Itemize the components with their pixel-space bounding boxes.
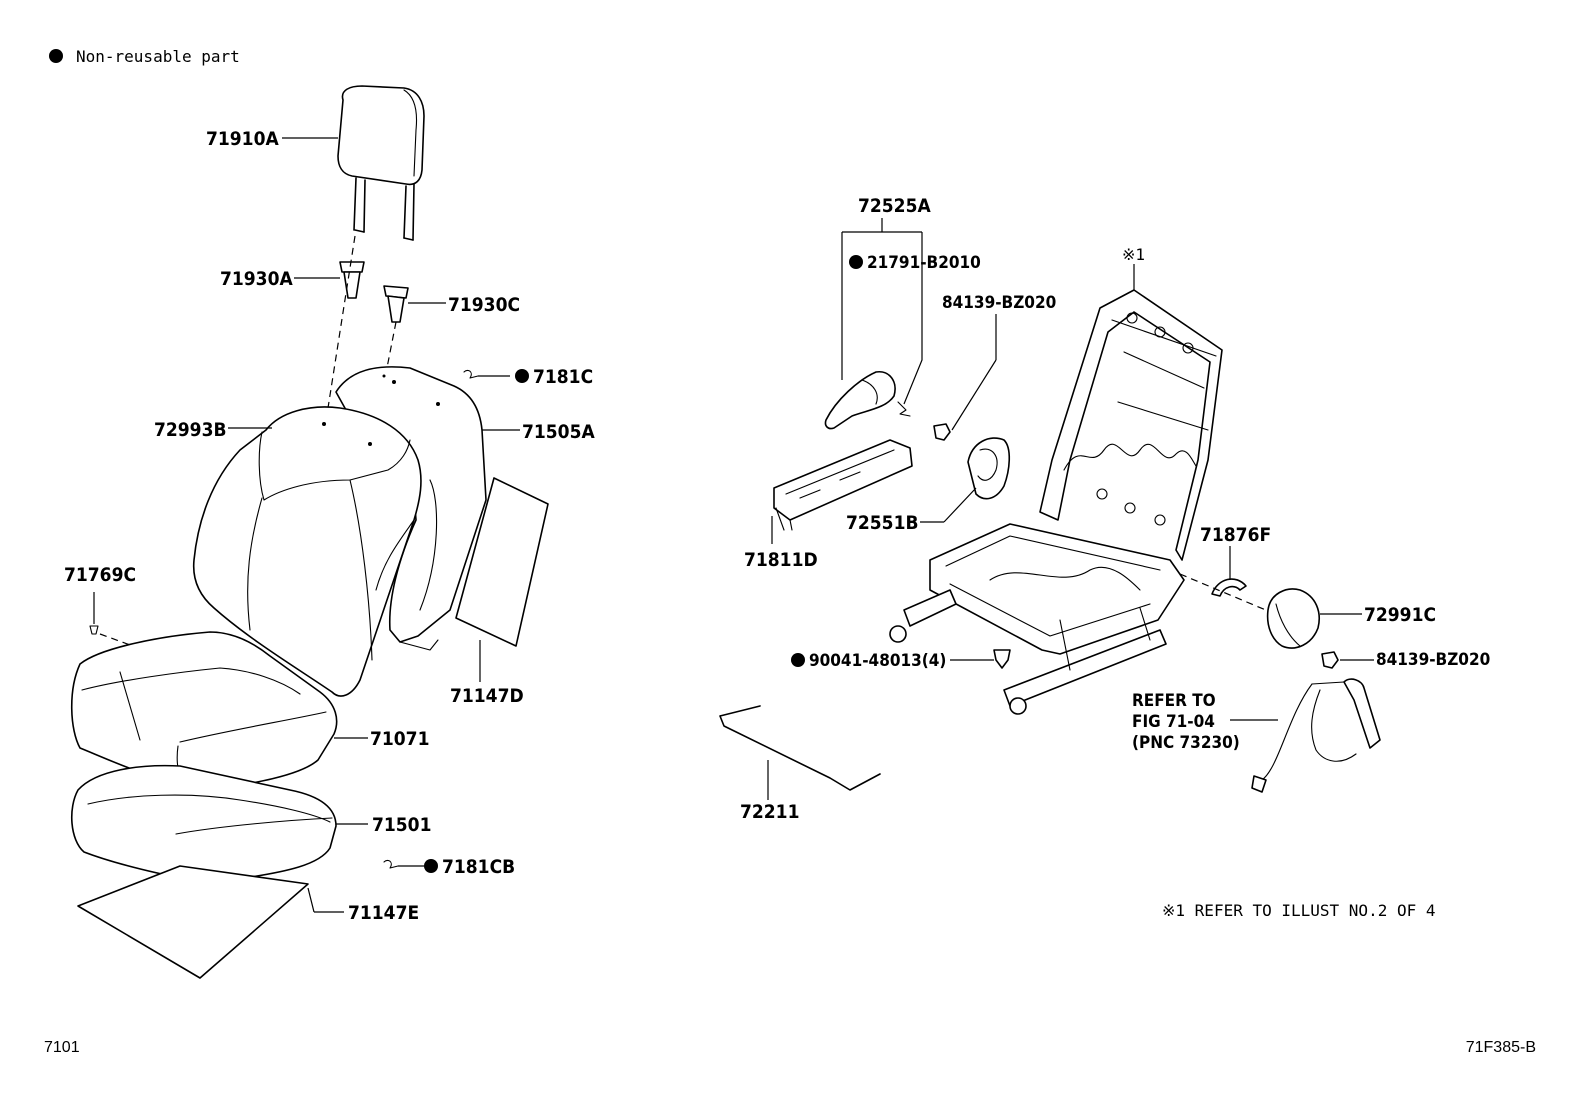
label-72991C: 72991C <box>1364 604 1436 626</box>
seatback-cover <box>192 406 422 697</box>
screw-icon <box>1321 651 1339 669</box>
label-7181CB: 7181CB <box>442 856 515 878</box>
non-reusable-dot-icon <box>849 255 863 269</box>
label-71769C: 71769C <box>64 564 136 586</box>
mark-1: ※1 <box>1122 245 1145 264</box>
label-84139-BZ020-lower: 84139-BZ020 <box>1376 650 1490 670</box>
label-7181C: 7181C <box>533 366 593 388</box>
refer-line-1: REFER TO <box>1132 691 1216 711</box>
side-shield <box>773 439 913 531</box>
recliner-cover <box>967 437 1011 500</box>
footer-right: 71F385-B <box>1466 1039 1536 1056</box>
label-71147E: 71147E <box>348 902 419 924</box>
label-71147D: 71147D <box>450 685 524 707</box>
clip-icon <box>89 625 99 635</box>
legend: Non-reusable part <box>49 47 240 66</box>
hog-ring-lower <box>383 859 438 873</box>
screw-icon <box>933 423 951 441</box>
clip-icon <box>993 649 1011 669</box>
recliner-knob <box>1266 588 1320 649</box>
label-71501: 71501 <box>372 814 431 836</box>
label-72551B: 72551B <box>846 512 919 534</box>
cushion-panel <box>77 865 309 979</box>
seatback-panel <box>455 477 549 647</box>
non-reusable-dot-icon <box>515 369 529 383</box>
label-21791-B2010: 21791-B2010 <box>867 253 981 273</box>
label-71930C: 71930C <box>448 294 520 316</box>
label-72525A: 72525A <box>858 195 931 217</box>
seat-wire <box>719 705 881 791</box>
footnote: ※1 REFER TO ILLUST NO.2 OF 4 <box>1162 901 1436 920</box>
label-84139-BZ020-upper: 84139-BZ020 <box>942 293 1056 313</box>
headrest-support-left <box>339 261 365 299</box>
label-71930A: 71930A <box>220 268 293 290</box>
frame-cover <box>1211 578 1247 597</box>
seat-cushion-cover <box>70 631 338 791</box>
seat-frame <box>889 289 1223 715</box>
non-reusable-dot-icon <box>791 653 805 667</box>
label-72993B: 72993B <box>154 419 227 441</box>
label-90041-48013: 90041-48013(4) <box>809 651 946 671</box>
non-reusable-dot-icon <box>424 859 438 873</box>
label-71910A: 71910A <box>206 128 279 150</box>
wire-harness <box>1251 678 1381 793</box>
headrest <box>337 85 425 241</box>
non-reusable-dot-icon <box>49 49 63 63</box>
label-72211: 72211 <box>740 801 799 823</box>
label-71876F: 71876F <box>1200 524 1271 546</box>
headrest-support-right <box>383 285 409 323</box>
label-71071: 71071 <box>370 728 429 750</box>
label-71505A: 71505A <box>522 421 595 443</box>
hog-ring-upper <box>463 369 529 383</box>
seat-cushion-pad <box>70 764 337 881</box>
label-71811D: 71811D <box>744 549 818 571</box>
footer-left: 7101 <box>44 1039 80 1056</box>
recliner-lever <box>824 371 911 430</box>
refer-line-3: (PNC 73230) <box>1132 733 1240 753</box>
legend-text: Non-reusable part <box>76 47 240 66</box>
refer-line-2: FIG 71-04 <box>1132 712 1215 732</box>
